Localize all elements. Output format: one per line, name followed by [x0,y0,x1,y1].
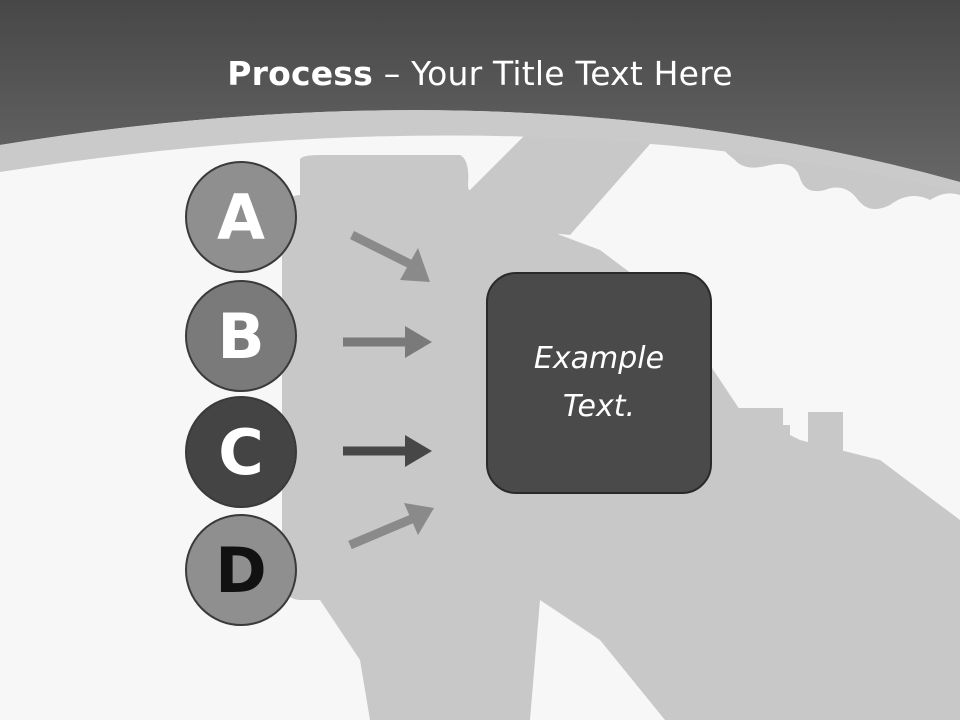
circle-c-label: C [218,416,264,489]
circle-d-label: D [215,534,267,607]
arrow-a [349,230,430,282]
box-line-1: Example [533,341,665,376]
arrow-b [343,326,432,358]
circle-d: D [185,514,297,626]
header-band [0,0,960,182]
box-line-2: Text. [562,389,636,424]
circle-b: B [185,280,297,392]
circle-a: A [185,161,297,273]
slide-title: Process – Your Title Text Here [0,54,960,93]
circle-c: C [185,396,297,508]
arrow-d [348,503,434,550]
circle-b-label: B [217,300,265,373]
circle-a-label: A [217,181,265,254]
title-text: Your Title Text Here [411,54,733,93]
title-bold: Process [227,54,373,93]
header-arc [0,110,960,192]
title-dash: – [373,54,412,93]
arrow-c [343,435,432,467]
example-text-box: Example Text. [486,272,712,494]
